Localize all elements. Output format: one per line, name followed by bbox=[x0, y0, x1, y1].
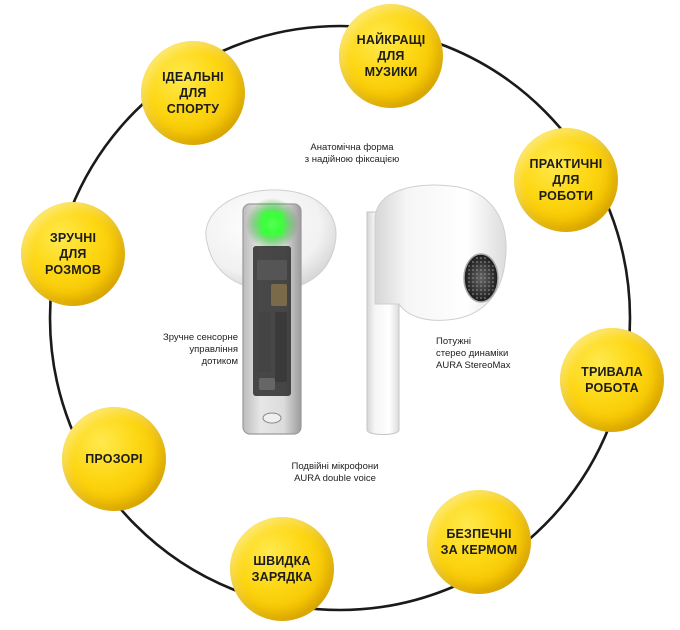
feature-bubble-transparent: ПРОЗОРІ bbox=[62, 407, 166, 511]
feature-bubble-work: ПРАКТИЧНІ ДЛЯ РОБОТИ bbox=[514, 128, 618, 232]
caption-anatomic-shape: Анатомічна форма з надійною фіксацією bbox=[304, 142, 400, 165]
white-earbud-icon bbox=[366, 184, 507, 435]
feature-label-sport: ІДЕАЛЬНІ ДЛЯ СПОРТУ bbox=[162, 70, 224, 116]
feature-label-charging: ШВИДКА ЗАРЯДКА bbox=[251, 554, 313, 584]
feature-label-music: НАЙКРАЩІ ДЛЯ МУЗИКИ bbox=[356, 33, 426, 79]
feature-label-driving: БЕЗПЕЧНІ ЗА КЕРМОМ bbox=[440, 527, 518, 557]
feature-bubble-driving: БЕЗПЕЧНІ ЗА КЕРМОМ bbox=[427, 490, 531, 594]
feature-bubble-sport: ІДЕАЛЬНІ ДЛЯ СПОРТУ bbox=[141, 41, 245, 145]
feature-label-work: ПРАКТИЧНІ ДЛЯ РОБОТИ bbox=[529, 157, 603, 203]
feature-label-transparent: ПРОЗОРІ bbox=[85, 452, 143, 466]
caption-stereo-speakers: Потужні стерео динаміки AURA StereoMax bbox=[436, 336, 511, 371]
caption-double-mics: Подвійні мікрофони AURA double voice bbox=[291, 461, 379, 484]
transparent-earbud-icon bbox=[205, 189, 337, 435]
caption-touch-control: Зручне сенсорне управління дотиком bbox=[162, 332, 238, 367]
feature-bubble-calls: ЗРУЧНІ ДЛЯ РОЗМОВ bbox=[21, 202, 125, 306]
feature-bubble-charging: ШВИДКА ЗАРЯДКА bbox=[230, 517, 334, 621]
feature-label-calls: ЗРУЧНІ ДЛЯ РОЗМОВ bbox=[44, 231, 102, 277]
feature-bubble-battery: ТРИВАЛА РОБОТА bbox=[560, 328, 664, 432]
feature-bubble-music: НАЙКРАЩІ ДЛЯ МУЗИКИ bbox=[339, 4, 443, 108]
feature-label-battery: ТРИВАЛА РОБОТА bbox=[581, 365, 643, 395]
